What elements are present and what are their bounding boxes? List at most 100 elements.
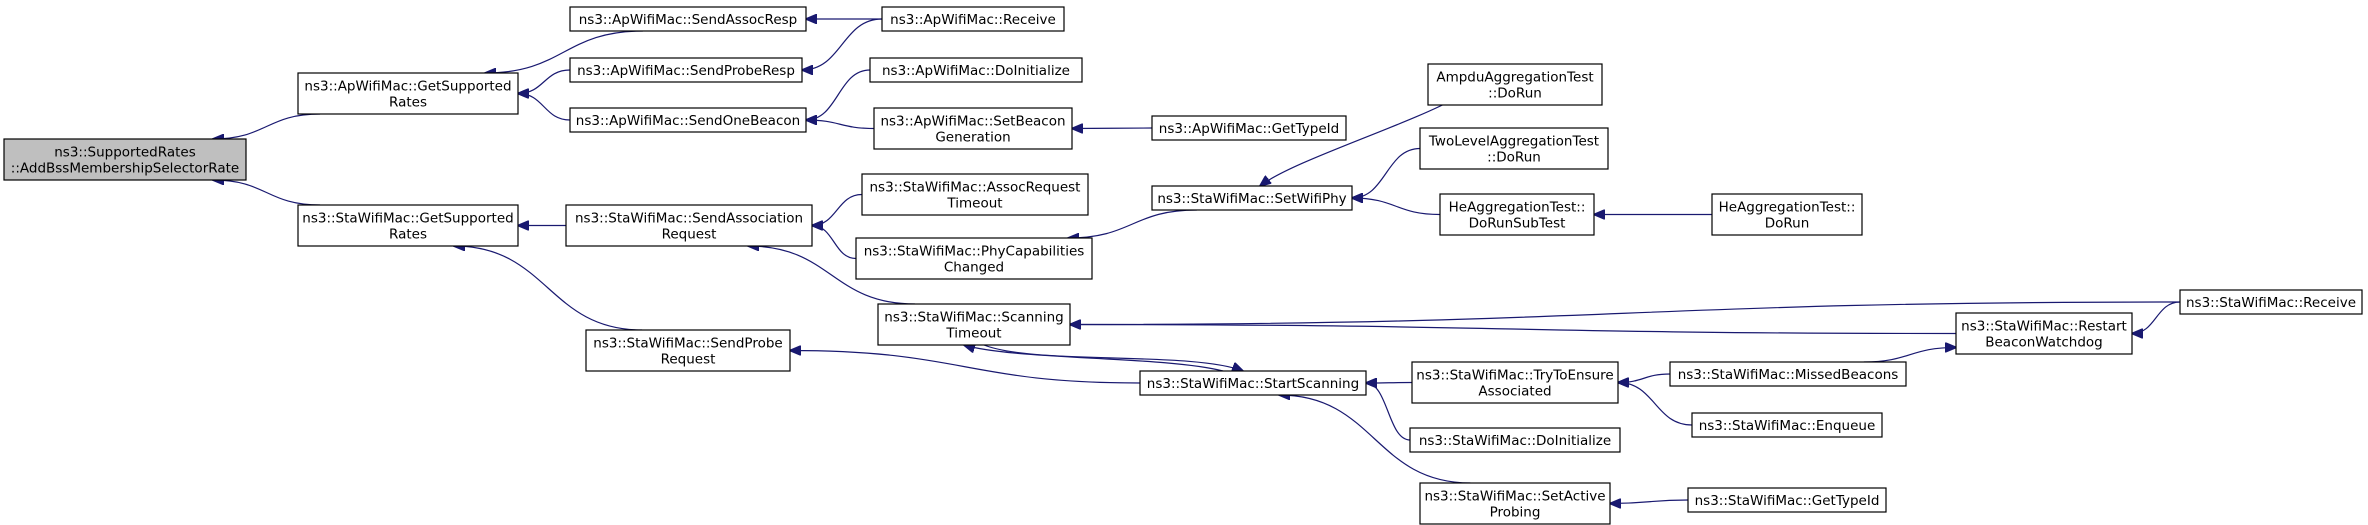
node-sta-set-wifi-phy[interactable]: ns3::StaWifiMac::SetWifiPhy xyxy=(1151,185,1353,211)
node-box xyxy=(861,173,1089,216)
node-label: ns3::ApWifiMac::GetTypeId xyxy=(1159,121,1339,137)
edge-sta-scanning-timeout-to-sta-start-scanning xyxy=(983,344,1243,371)
node-label: Changed xyxy=(944,260,1004,276)
node-label: DoRunSubTest xyxy=(1469,216,1566,232)
node-box xyxy=(1691,412,1883,438)
node-ap-send-one-beacon[interactable]: ns3::ApWifiMac::SendOneBeacon xyxy=(569,107,807,133)
node-label: ::AddBssMembershipSelectorRate xyxy=(11,161,239,177)
node-ap-receive[interactable]: ns3::ApWifiMac::Receive xyxy=(881,6,1065,32)
node-box xyxy=(569,107,807,133)
node-sta-receive[interactable]: ns3::StaWifiMac::Receive xyxy=(2179,289,2363,315)
edge-ap-receive-to-ap-send-probe-resp xyxy=(802,18,883,70)
edge-he-aggregation-test-subtest-to-sta-set-wifi-phy xyxy=(1352,198,1441,216)
edge-arrow xyxy=(213,180,321,206)
node-he-aggregation-test-run[interactable]: HeAggregationTest::DoRun xyxy=(1711,193,1863,236)
node-label: ns3::ApWifiMac::SendOneBeacon xyxy=(576,113,800,129)
edge-arrow xyxy=(1618,383,1693,426)
node-sta-get-type-id[interactable]: ns3::StaWifiMac::GetTypeId xyxy=(1687,487,1887,513)
edge-arrow xyxy=(802,18,883,70)
node-label: ns3::StaWifiMac::Receive xyxy=(2186,295,2356,311)
node-label: ns3::StaWifiMac::SetActive xyxy=(1424,489,1605,505)
node-label: ns3::ApWifiMac::SendAssocResp xyxy=(579,12,798,28)
edge-arrow xyxy=(1863,347,1956,363)
edge-sta-get-supported-rates-to-root xyxy=(213,180,321,206)
node-label: ns3::StaWifiMac::Scanning xyxy=(884,310,1063,326)
edge-ampdu-aggregation-test-to-sta-set-wifi-phy xyxy=(1260,96,1459,186)
node-box xyxy=(869,57,1083,83)
node-ap-get-type-id[interactable]: ns3::ApWifiMac::GetTypeId xyxy=(1151,115,1347,141)
node-label: ns3::StaWifiMac::TryToEnsure xyxy=(1416,368,1613,384)
node-box xyxy=(1711,193,1863,236)
node-label: ns3::StaWifiMac::DoInitialize xyxy=(1419,433,1611,449)
node-label: ns3::ApWifiMac::Receive xyxy=(890,12,1056,28)
edge-ap-send-assoc-resp-to-ap-get-supported-rates xyxy=(485,30,643,73)
edge-arrow xyxy=(806,69,871,120)
edge-sta-get-type-id-to-sta-set-active-probing xyxy=(1610,500,1689,504)
edge-arrow xyxy=(964,345,1224,372)
edge-sta-enqueue-to-sta-try-to-ensure-associated xyxy=(1618,383,1693,426)
node-box xyxy=(297,72,519,115)
edge-arrow xyxy=(1366,383,1413,384)
edge-arrow xyxy=(1618,373,1671,383)
edge-arrow xyxy=(1070,301,2181,325)
edge-arrow xyxy=(213,113,321,139)
node-label: ns3::StaWifiMac::StartScanning xyxy=(1147,376,1359,392)
node-box xyxy=(569,6,807,32)
node-box xyxy=(1419,482,1611,525)
node-sta-enqueue[interactable]: ns3::StaWifiMac::Enqueue xyxy=(1691,412,1883,438)
node-label: TwoLevelAggregationTest xyxy=(1428,134,1599,150)
edge-ap-send-one-beacon-to-ap-get-supported-rates xyxy=(518,94,571,121)
edge-ap-do-initialize-to-ap-send-one-beacon xyxy=(806,69,871,120)
node-two-level-aggregation-test[interactable]: TwoLevelAggregationTest::DoRun xyxy=(1419,127,1609,170)
node-sta-missed-beacons[interactable]: ns3::StaWifiMac::MissedBeacons xyxy=(1669,361,1907,387)
edge-arrow xyxy=(1260,96,1459,186)
node-label: BeaconWatchdog xyxy=(1985,335,2103,351)
node-ap-do-initialize[interactable]: ns3::ApWifiMac::DoInitialize xyxy=(869,57,1083,83)
node-ampdu-aggregation-test[interactable]: AmpduAggregationTest::DoRun xyxy=(1427,63,1603,106)
node-label: ns3::StaWifiMac::PhyCapabilities xyxy=(864,244,1085,260)
node-label: Request xyxy=(662,227,717,243)
edge-sta-receive-to-sta-restart-beacon-watchdog xyxy=(2132,301,2181,334)
node-label: Timeout xyxy=(946,196,1002,212)
nodes-layer: ns3::SupportedRates::AddBssMembershipSel… xyxy=(3,6,2363,525)
node-label: ::DoRun xyxy=(1488,86,1542,102)
edge-arrow xyxy=(1366,383,1411,441)
node-box xyxy=(1439,193,1595,236)
edge-sta-receive-to-sta-scanning-timeout xyxy=(1070,301,2181,325)
node-ap-send-probe-resp[interactable]: ns3::ApWifiMac::SendProbeResp xyxy=(569,57,803,83)
edge-sta-set-wifi-phy-to-sta-phy-capabilities-changed xyxy=(1068,209,1197,238)
edge-arrow xyxy=(790,351,1141,384)
node-box xyxy=(1669,361,1907,387)
node-box xyxy=(2179,289,2363,315)
node-he-aggregation-test-subtest[interactable]: HeAggregationTest::DoRunSubTest xyxy=(1439,193,1595,236)
node-sta-start-scanning[interactable]: ns3::StaWifiMac::StartScanning xyxy=(1139,370,1367,396)
node-label: ns3::StaWifiMac::SetWifiPhy xyxy=(1157,191,1346,207)
edge-arrow xyxy=(1610,500,1689,504)
edge-two-level-aggregation-test-to-sta-set-wifi-phy xyxy=(1352,147,1421,199)
edge-sta-do-initialize-to-sta-start-scanning xyxy=(1366,383,1411,441)
edge-arrow xyxy=(1352,147,1421,199)
edge-arrow xyxy=(812,193,863,226)
node-ap-send-assoc-resp[interactable]: ns3::ApWifiMac::SendAssocResp xyxy=(569,6,807,32)
edge-sta-missed-beacons-to-sta-restart-beacon-watchdog xyxy=(1863,347,1956,363)
node-box xyxy=(3,138,247,181)
node-label: AmpduAggregationTest xyxy=(1436,70,1593,86)
node-sta-do-initialize[interactable]: ns3::StaWifiMac::DoInitialize xyxy=(1409,427,1621,453)
edge-arrow xyxy=(1279,395,1471,484)
node-box xyxy=(1955,312,2133,355)
edge-sta-phy-capabilities-changed-to-sta-send-association-request xyxy=(812,226,857,260)
edge-arrow xyxy=(812,226,857,260)
node-label: ns3::StaWifiMac::Restart xyxy=(1961,319,2127,335)
